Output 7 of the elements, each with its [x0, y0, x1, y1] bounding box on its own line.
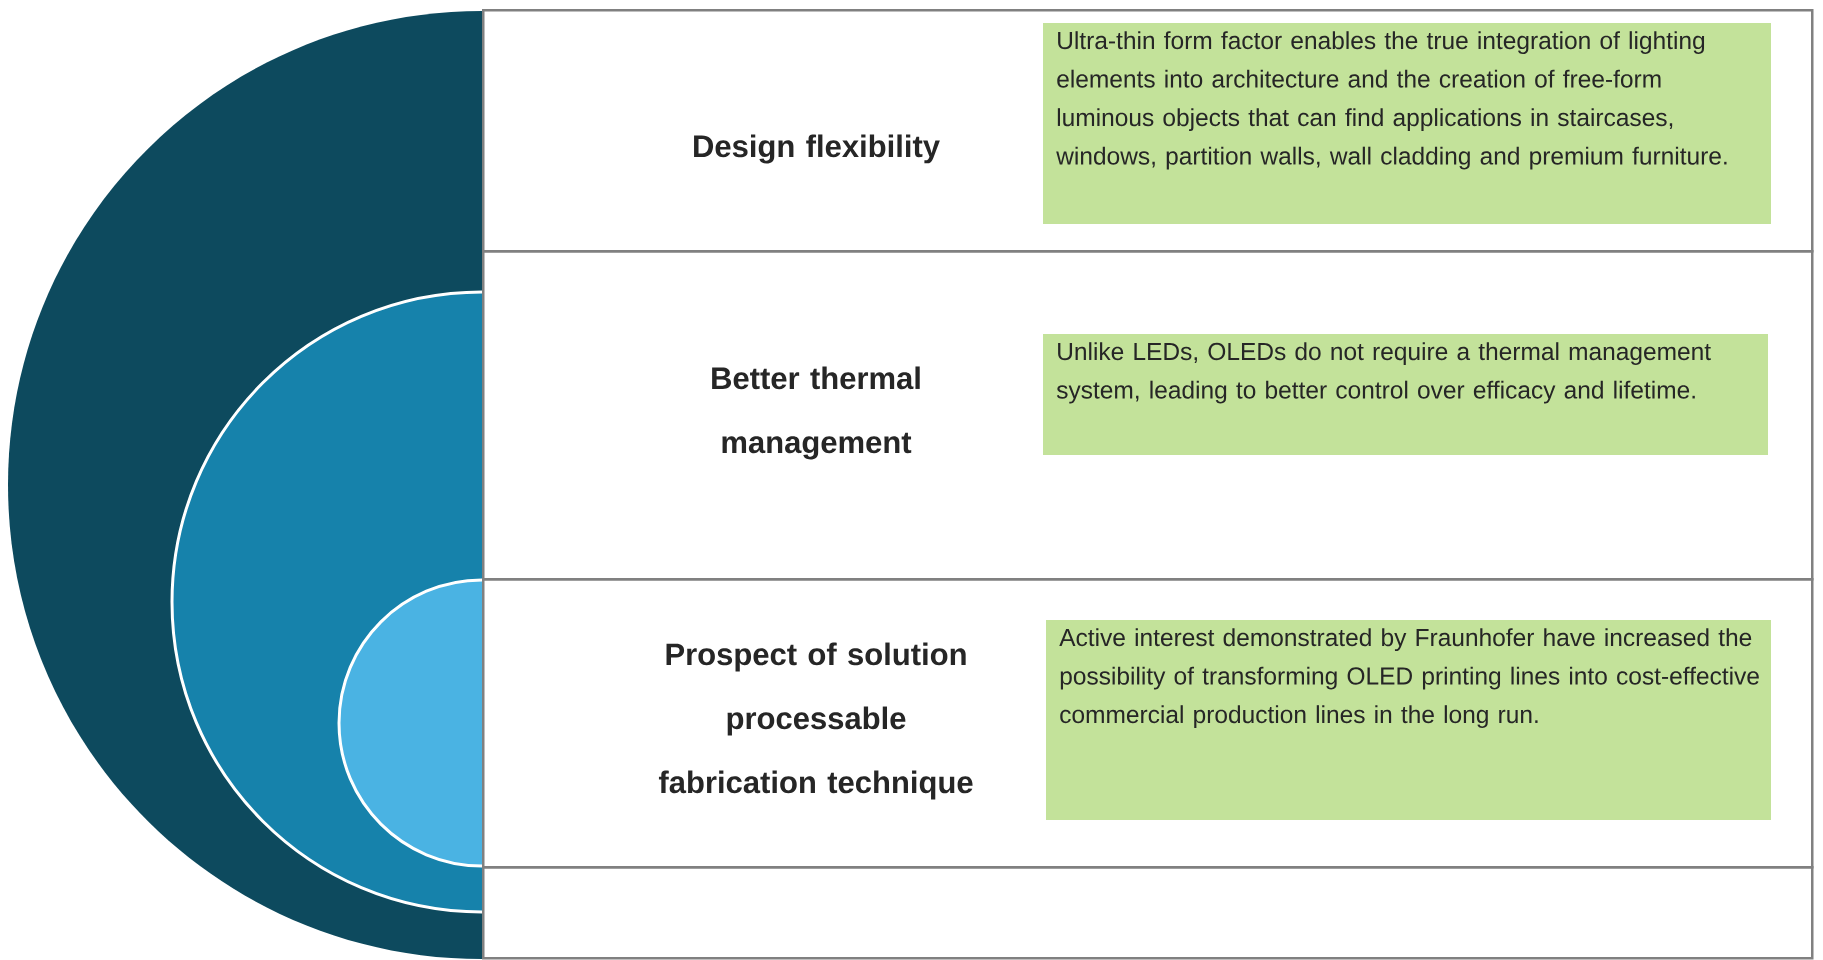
- description-box: Unlike LEDs, OLEDs do not require a thermal management system, leading to better control over efficacy and lifetime.: [1043, 334, 1768, 455]
- description-box: Ultra-thin form factor enables the true integration of lighting elements into architecture and the creation of free-form luminous objects that can find applications in staircases, windows, partition walls, wall cladding and premium furniture.: [1043, 23, 1771, 224]
- heading: Prospect of solution processable fabrication technique: [658, 642, 973, 800]
- heading: Better thermal management: [712, 366, 920, 460]
- description-box: Active interest demonstrated by Fraunhofer have increased the possibility of transforming OLED printing lines into cost-effective commercial production lines in the long run.: [1046, 620, 1771, 820]
- heading: Design flexibility: [694, 134, 940, 164]
- row-box: [482, 866, 1814, 960]
